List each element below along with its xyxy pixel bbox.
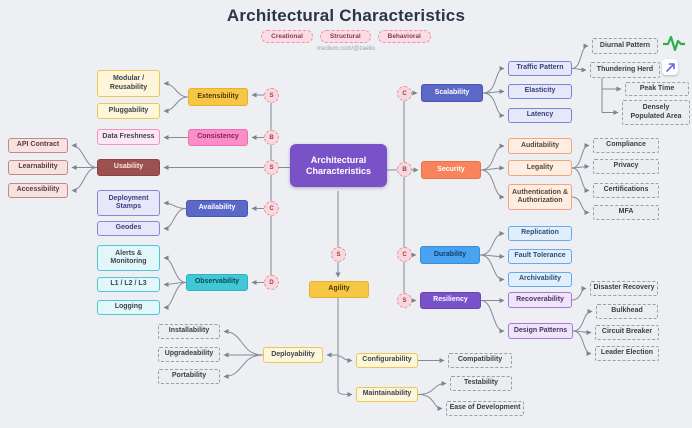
- node-learnability[interactable]: Learnability: [8, 160, 68, 175]
- node-api-contract[interactable]: API Contract: [8, 138, 68, 153]
- node-availability[interactable]: Availability: [186, 200, 248, 217]
- node-modular-reusability[interactable]: Modular / Reusability: [97, 70, 160, 97]
- page-title: Architectural Characteristics: [226, 6, 466, 25]
- node-mfa[interactable]: MFA: [593, 205, 659, 220]
- category-badges: Creational Structural Behavioral: [0, 30, 692, 43]
- junction-resiliency[interactable]: S: [397, 293, 412, 308]
- node-compatibility[interactable]: Compatibility: [448, 353, 512, 368]
- node-durability[interactable]: Durability: [420, 246, 480, 264]
- node-recoverability[interactable]: Recoverability: [508, 292, 572, 308]
- node-installability[interactable]: Installability: [158, 324, 220, 339]
- node-legality[interactable]: Legality: [508, 160, 572, 176]
- node-traffic-pattern[interactable]: Traffic Pattern: [508, 61, 572, 76]
- junction-security[interactable]: B: [397, 162, 412, 177]
- junction-observability[interactable]: D: [264, 275, 279, 290]
- junction-availability[interactable]: C: [264, 201, 279, 216]
- node-deployability[interactable]: Deployability: [263, 347, 323, 363]
- node-peak-time[interactable]: Peak Time: [625, 82, 689, 96]
- node-ease-of-development[interactable]: Ease of Development: [446, 401, 524, 416]
- node-densely-populated-area[interactable]: Densely Populated Area: [622, 100, 690, 125]
- node-archivability[interactable]: Archivability: [508, 272, 572, 287]
- node-design-patterns[interactable]: Design Patterns: [508, 323, 573, 339]
- node-certifications[interactable]: Certifications: [593, 183, 659, 198]
- badge-creational[interactable]: Creational: [261, 30, 313, 43]
- node-accessibility[interactable]: Accessibility: [8, 183, 68, 198]
- node-portability[interactable]: Portability: [158, 369, 220, 384]
- node-configurability[interactable]: Configurability: [356, 353, 418, 368]
- junction-usability[interactable]: S: [264, 160, 279, 175]
- node-diurnal-pattern[interactable]: Diurnal Pattern: [592, 38, 658, 54]
- node-l1-l2-l3[interactable]: L1 / L2 / L3: [97, 277, 160, 292]
- node-maintainability[interactable]: Maintainability: [356, 387, 418, 402]
- node-agility[interactable]: Agility: [309, 281, 369, 298]
- node-compliance[interactable]: Compliance: [593, 138, 659, 153]
- node-scalability[interactable]: Scalability: [421, 84, 483, 102]
- node-alerts-monitoring[interactable]: Alerts & Monitoring: [97, 245, 160, 271]
- node-extensibility[interactable]: Extensibility: [188, 88, 248, 106]
- node-fault-tolerance[interactable]: Fault Tolerance: [508, 249, 572, 264]
- node-testability[interactable]: Testability: [450, 376, 512, 391]
- node-leader-election[interactable]: Leader Election: [595, 346, 659, 361]
- badge-structural[interactable]: Structural: [319, 30, 371, 43]
- expand-arrow-icon[interactable]: [662, 59, 678, 75]
- junction-scalability[interactable]: C: [397, 86, 412, 101]
- node-latency[interactable]: Latency: [508, 108, 572, 123]
- node-architectural-characteristics[interactable]: Architectural Characteristics: [290, 144, 387, 187]
- node-pluggability[interactable]: Pluggability: [97, 103, 160, 119]
- node-privacy[interactable]: Privacy: [593, 159, 659, 174]
- junction-extensibility[interactable]: S: [264, 88, 279, 103]
- node-authentication-authorization[interactable]: Authentication & Authorization: [508, 184, 572, 210]
- node-consistency[interactable]: Consistency: [188, 129, 248, 146]
- node-deployment-stamps[interactable]: Deployment Stamps: [97, 190, 160, 216]
- junction-consistency[interactable]: B: [264, 130, 279, 145]
- node-circuit-breaker[interactable]: Circuit Breaker: [595, 325, 659, 340]
- node-geodes[interactable]: Geodes: [97, 221, 160, 236]
- badge-behavioral[interactable]: Behavioral: [377, 30, 431, 43]
- node-data-freshness[interactable]: Data Freshness: [97, 129, 160, 145]
- node-upgradeability[interactable]: Upgradeability: [158, 347, 220, 362]
- node-observability[interactable]: Observability: [186, 274, 248, 291]
- activity-pulse-icon: [661, 35, 687, 58]
- node-thundering-herd[interactable]: Thundering Herd: [590, 62, 660, 78]
- node-usability[interactable]: Usability: [97, 159, 160, 176]
- node-auditability[interactable]: Auditability: [508, 138, 572, 154]
- junction-agility[interactable]: S: [331, 247, 346, 262]
- node-disaster-recovery[interactable]: Disaster Recovery: [590, 281, 658, 296]
- node-resiliency[interactable]: Resiliency: [420, 292, 481, 309]
- node-logging[interactable]: Logging: [97, 300, 160, 315]
- node-replication[interactable]: Replication: [508, 226, 572, 241]
- node-elasticity[interactable]: Elasticity: [508, 84, 572, 99]
- node-bulkhead[interactable]: Bulkhead: [596, 304, 658, 319]
- junction-durability[interactable]: C: [397, 247, 412, 262]
- header: Architectural Characteristics Creational…: [0, 6, 692, 52]
- node-security[interactable]: Security: [421, 161, 481, 179]
- watermark: medium.com/@zaello: [317, 46, 375, 52]
